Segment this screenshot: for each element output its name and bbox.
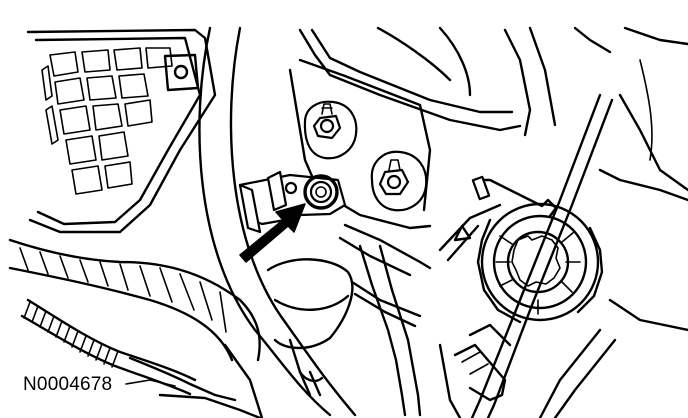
target-bolt [303, 174, 339, 210]
upper-stud [303, 100, 358, 160]
figure-reference-id: N0004678 [23, 374, 113, 395]
round-cap [471, 175, 604, 324]
right-stud [370, 150, 428, 212]
grille-housing [26, 28, 217, 234]
bottom-connector [438, 323, 512, 418]
upper-bracket [288, 26, 688, 230]
right-frame [538, 59, 688, 418]
callout-arrow [239, 203, 306, 263]
pipes [438, 93, 614, 418]
reference-leader [125, 379, 176, 387]
hose [198, 26, 357, 417]
lower-housing [266, 223, 432, 417]
